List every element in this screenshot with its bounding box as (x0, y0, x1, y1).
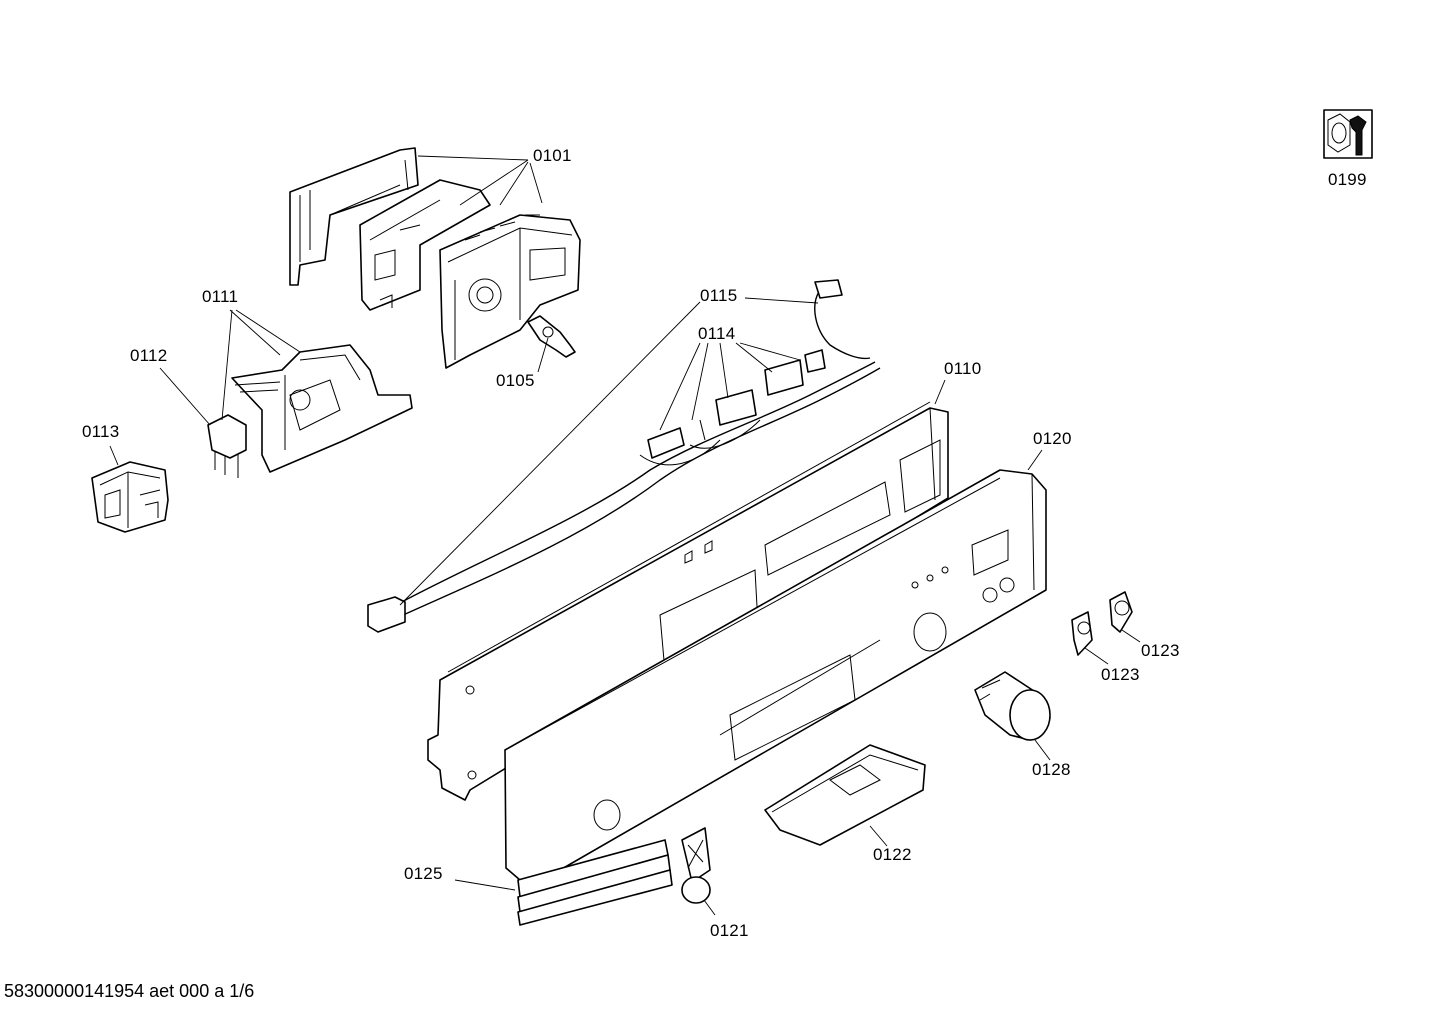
part-0123-switch-left (1071, 611, 1093, 656)
label-0123-lower: 0123 (1101, 665, 1140, 684)
part-0125-trim-strip (517, 839, 673, 926)
label-0110: 0110 (944, 359, 982, 378)
part-0114-connectors (639, 349, 826, 466)
part-0128-knob (974, 671, 1051, 741)
label-0114: 0114 (698, 324, 736, 343)
part-0113-relay (91, 461, 169, 533)
part-0121-button (681, 827, 711, 904)
part-0115-wiring-harness (367, 279, 881, 633)
label-0121: 0121 (710, 921, 749, 940)
part-0101-module-housing (289, 147, 581, 369)
part-0123-switch-right (1109, 591, 1133, 633)
label-0199: 0199 (1328, 170, 1367, 189)
label-0101: 0101 (533, 146, 572, 165)
document-footer-code: 58300000141954 aet 000 a 1/6 (4, 981, 255, 1001)
label-0115: 0115 (700, 286, 738, 305)
part-0111-drive-unit (231, 344, 413, 473)
label-0113: 0113 (82, 422, 120, 441)
label-0122: 0122 (873, 845, 912, 864)
part-0112-suppressor (207, 414, 247, 478)
part-0105-sensor (527, 315, 576, 358)
label-0111: 0111 (202, 287, 239, 306)
label-0105: 0105 (496, 371, 535, 390)
leader-lines (109, 155, 1141, 916)
label-0120: 0120 (1033, 429, 1072, 448)
part-0110-inner-panel (427, 401, 949, 801)
hex-nut-wrench-icon (1323, 109, 1373, 159)
label-0112: 0112 (130, 346, 168, 365)
label-0123-upper: 0123 (1141, 641, 1180, 660)
part-0122-dispenser (764, 744, 926, 846)
label-0128: 0128 (1032, 760, 1071, 779)
part-0120-front-fascia (504, 469, 1047, 881)
label-0125: 0125 (404, 864, 443, 883)
